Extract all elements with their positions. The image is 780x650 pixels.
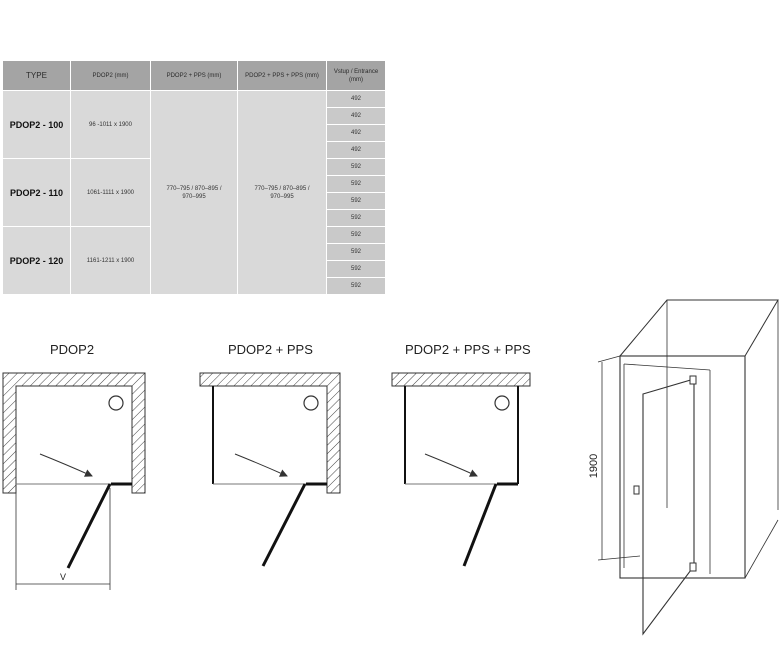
pps-range-text: 770–795 / 870–895 / 970–995 xyxy=(166,185,222,200)
entrance-cell: 492 xyxy=(326,107,386,125)
spec-table: TYPE PDOP2 (mm) PDOP2 + PPS (mm) PDOP2 +… xyxy=(2,60,386,295)
door-swing-arrow xyxy=(234,453,288,477)
hinge-top xyxy=(689,375,697,385)
table-row: PDOP2 - 110 1061-1111 x 1900 592 xyxy=(2,158,386,227)
table-header-row: TYPE PDOP2 (mm) PDOP2 + PPS (mm) PDOP2 +… xyxy=(2,60,386,91)
wall-hatch xyxy=(199,372,341,494)
header-entrance: Vstup / Entrance (mm) xyxy=(326,60,386,91)
shower-drain xyxy=(303,395,319,411)
door-swing-arrow xyxy=(424,453,478,477)
table-row: PDOP2 - 100 96 -1011 x 1900 770–795 / 87… xyxy=(2,90,386,295)
entrance-cell: 592 xyxy=(326,209,386,227)
table-row: 592 xyxy=(3,192,386,210)
table-row: 592 xyxy=(3,243,386,261)
type-cell: PDOP2 - 100 xyxy=(2,90,71,159)
header-pdop2-pps: PDOP2 + PPS (mm) xyxy=(150,60,238,91)
hinge-bottom xyxy=(689,562,697,572)
door-panel xyxy=(261,483,307,567)
size-cell: 1061-1111 x 1900 xyxy=(70,158,151,227)
door-panel xyxy=(462,483,498,567)
plan-pdop2: V xyxy=(2,372,146,590)
entrance-cell: 592 xyxy=(326,243,386,261)
height-dimension-tick xyxy=(597,355,621,363)
entrance-cell: 592 xyxy=(326,192,386,210)
frame-top-inner xyxy=(623,363,711,371)
wall-hatch xyxy=(2,372,146,494)
header-pdop2-pps-pps: PDOP2 + PPS + PPS (mm) xyxy=(237,60,327,91)
entrance-cell: 592 xyxy=(326,277,386,295)
table-row: 492 xyxy=(3,124,386,142)
door-swing-arrow xyxy=(39,453,93,477)
entrance-cell: 592 xyxy=(326,175,386,193)
dimension-v-label: V xyxy=(60,572,66,582)
table-row: 492 xyxy=(3,107,386,125)
shower-drain xyxy=(494,395,510,411)
pps-pps-range-cell: 770–795 / 870–895 / 970–995 xyxy=(237,90,327,295)
front-frame xyxy=(619,355,746,579)
type-cell: PDOP2 - 110 xyxy=(2,158,71,227)
entrance-cell: 492 xyxy=(326,124,386,142)
table-row: PDOP2 - 120 1161-1211 x 1900 592 xyxy=(2,226,386,295)
table-row: 592 xyxy=(3,209,386,227)
header-type: TYPE xyxy=(2,60,71,91)
shower-drain xyxy=(108,395,124,411)
diagram-title-pdop2-pps-pps: PDOP2 + PPS + PPS xyxy=(405,342,531,357)
table-row: 592 xyxy=(3,175,386,193)
entrance-cell: 592 xyxy=(326,158,386,176)
diagram-title-pdop2-pps: PDOP2 + PPS xyxy=(228,342,313,357)
plan-pdop2-pps-pps xyxy=(391,372,531,567)
diagram-title-pdop2: PDOP2 xyxy=(50,342,95,357)
type-cell: PDOP2 - 120 xyxy=(2,226,71,295)
height-dimension-tick xyxy=(597,555,641,561)
height-label: 1900 xyxy=(588,454,600,478)
door-panel xyxy=(66,483,112,569)
pps-pps-range-text: 770–795 / 870–895 / 970–995 xyxy=(254,185,310,200)
perspective-view: 1900 xyxy=(588,299,779,636)
open-door xyxy=(642,378,695,636)
wall-hatch xyxy=(391,372,531,387)
plan-pdop2-pps xyxy=(199,372,341,567)
entrance-cell: 592 xyxy=(326,226,386,244)
enclosure-top xyxy=(618,299,779,357)
side-wall-bottom xyxy=(744,519,779,579)
table-row: 592 xyxy=(3,277,386,295)
pps-range-cell: 770–795 / 870–895 / 970–995 xyxy=(150,90,238,295)
size-cell: 1161-1211 x 1900 xyxy=(70,226,151,295)
door-handle xyxy=(633,485,640,495)
size-cell: 96 -1011 x 1900 xyxy=(70,90,151,159)
